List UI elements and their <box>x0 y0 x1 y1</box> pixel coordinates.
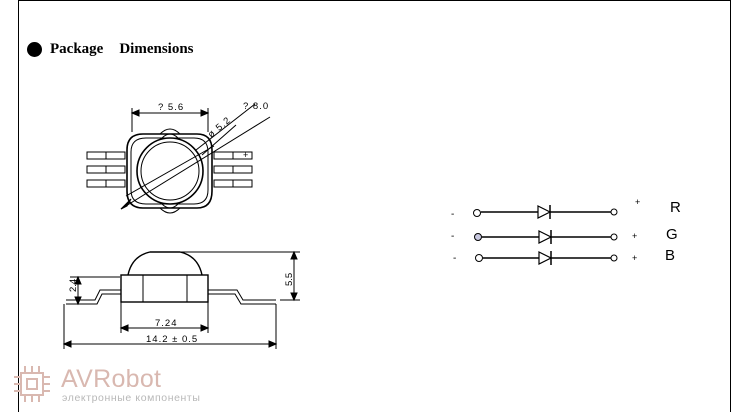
dim-total-width-label: 14.2 ± 0.5 <box>146 334 198 345</box>
row-r-letter: R <box>670 199 681 216</box>
dim-body-width-label: 7.24 <box>155 318 178 329</box>
plus-mark: + <box>243 150 248 160</box>
side-body <box>120 274 209 303</box>
row-r-plus: + <box>635 197 640 207</box>
dim-height-right-label: 5.5 <box>284 273 295 286</box>
dim-lens-label: ø 5.2 <box>206 115 233 141</box>
header-word-package: Package <box>50 41 104 57</box>
dim-inner-label: ? 5.6 <box>158 102 184 113</box>
row-r-minus: - <box>451 209 454 220</box>
dim-height-left-label: 2.4 <box>68 279 79 292</box>
left-pins <box>86 151 126 188</box>
row-b-minus: - <box>453 253 456 264</box>
row-b-letter: B <box>665 247 675 264</box>
dim-outer-label: ? 8.0 <box>243 101 269 112</box>
row-g-letter: G <box>666 226 678 243</box>
schematic-row-b: - + B <box>453 247 675 265</box>
header-word-dimensions: Dimensions <box>119 41 194 57</box>
chip-logo-icon <box>14 366 50 402</box>
page-frame <box>18 0 731 412</box>
bullet-icon <box>27 42 42 57</box>
top-view: + ? 5.6 ? 8.0 ø 5.2 <box>86 101 271 214</box>
lens-circle <box>136 137 204 205</box>
row-b-plus: + <box>632 253 637 263</box>
led-schematic: - + R - + G - + B <box>451 197 681 265</box>
schematic-row-g: - + G <box>451 226 678 244</box>
section-header: Package Dimensions <box>27 41 194 58</box>
watermark-name: AVRobot <box>61 365 162 393</box>
right-pins <box>213 151 253 188</box>
package-body-outline <box>126 133 213 209</box>
dome <box>127 251 203 276</box>
watermark-subtitle: электронные компоненты <box>62 392 201 404</box>
row-g-minus: - <box>451 231 454 242</box>
row-g-plus: + <box>632 231 637 241</box>
schematic-row-r: - + R <box>451 197 681 220</box>
side-view: 2.4 5.5 7.24 14.2 ± 0.5 <box>62 250 300 349</box>
